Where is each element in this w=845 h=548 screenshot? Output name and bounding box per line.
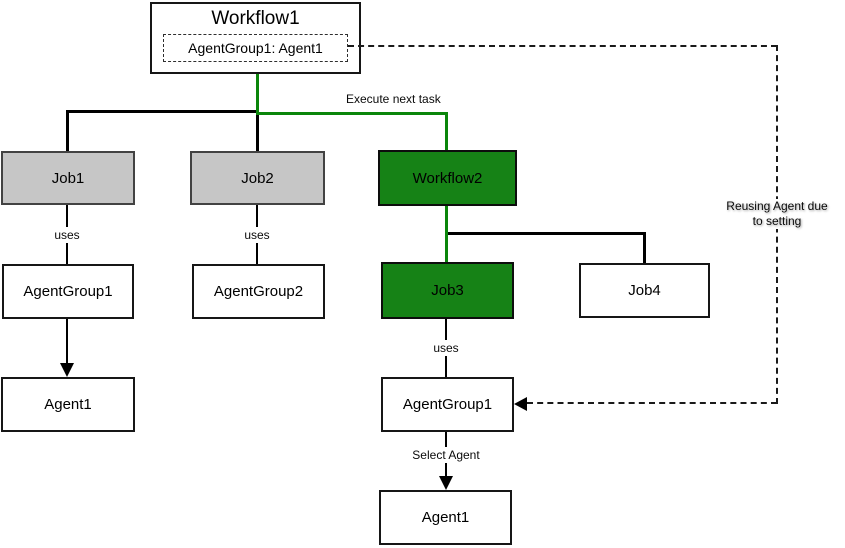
node-job1: Job1 [1, 151, 135, 205]
node-agentgroup2: AgentGroup2 [192, 264, 325, 319]
node-job4: Job4 [579, 263, 710, 318]
node-job2: Job2 [190, 151, 325, 205]
edge-workflow1-down-green [256, 73, 259, 115]
edge-workflow1-branch-horizontal [66, 110, 259, 113]
label-select-agent: Select Agent [390, 447, 502, 463]
label-uses-job1: uses [39, 227, 95, 243]
edge-agentgroup1-to-agent1-left [66, 319, 68, 365]
edge-workflow2-branch-horizontal [447, 232, 646, 235]
label-uses-job2: uses [229, 227, 285, 243]
dashed-reuse-bottom [527, 402, 777, 404]
node-job3: Job3 [381, 262, 514, 319]
edge-workflow2-to-job3-green [445, 205, 448, 263]
edge-branch-to-job4 [643, 232, 646, 264]
edge-execute-next-task-green [256, 112, 448, 115]
arrowhead-reuse-agentgroup1 [514, 397, 527, 411]
note-reusing-agent-line1: Reusing Agent due [726, 199, 828, 213]
node-workflow1: Workflow1 AgentGroup1: Agent1 [150, 2, 361, 74]
arrowhead-agent1-right [439, 476, 453, 490]
node-agent1-left: Agent1 [1, 377, 135, 432]
dashed-reuse-top [348, 45, 777, 47]
node-workflow1-agent-badge: AgentGroup1: Agent1 [163, 34, 348, 62]
node-workflow2: Workflow2 [378, 150, 517, 206]
label-execute-next-task: Execute next task [346, 92, 441, 106]
node-agentgroup1-left: AgentGroup1 [2, 264, 134, 319]
node-agentgroup1-right: AgentGroup1 [381, 377, 514, 432]
edge-to-workflow2-green [445, 112, 448, 152]
edge-branch-to-job1 [66, 110, 69, 152]
arrowhead-agent1-left [60, 363, 74, 377]
note-reusing-agent: Reusing Agent due to setting [709, 199, 845, 229]
node-agent1-right: Agent1 [379, 490, 512, 545]
node-workflow1-title: Workflow1 [211, 8, 300, 29]
edge-branch-to-job2 [256, 110, 259, 152]
note-reusing-agent-line2: to setting [752, 214, 802, 228]
label-uses-job3: uses [418, 340, 474, 356]
